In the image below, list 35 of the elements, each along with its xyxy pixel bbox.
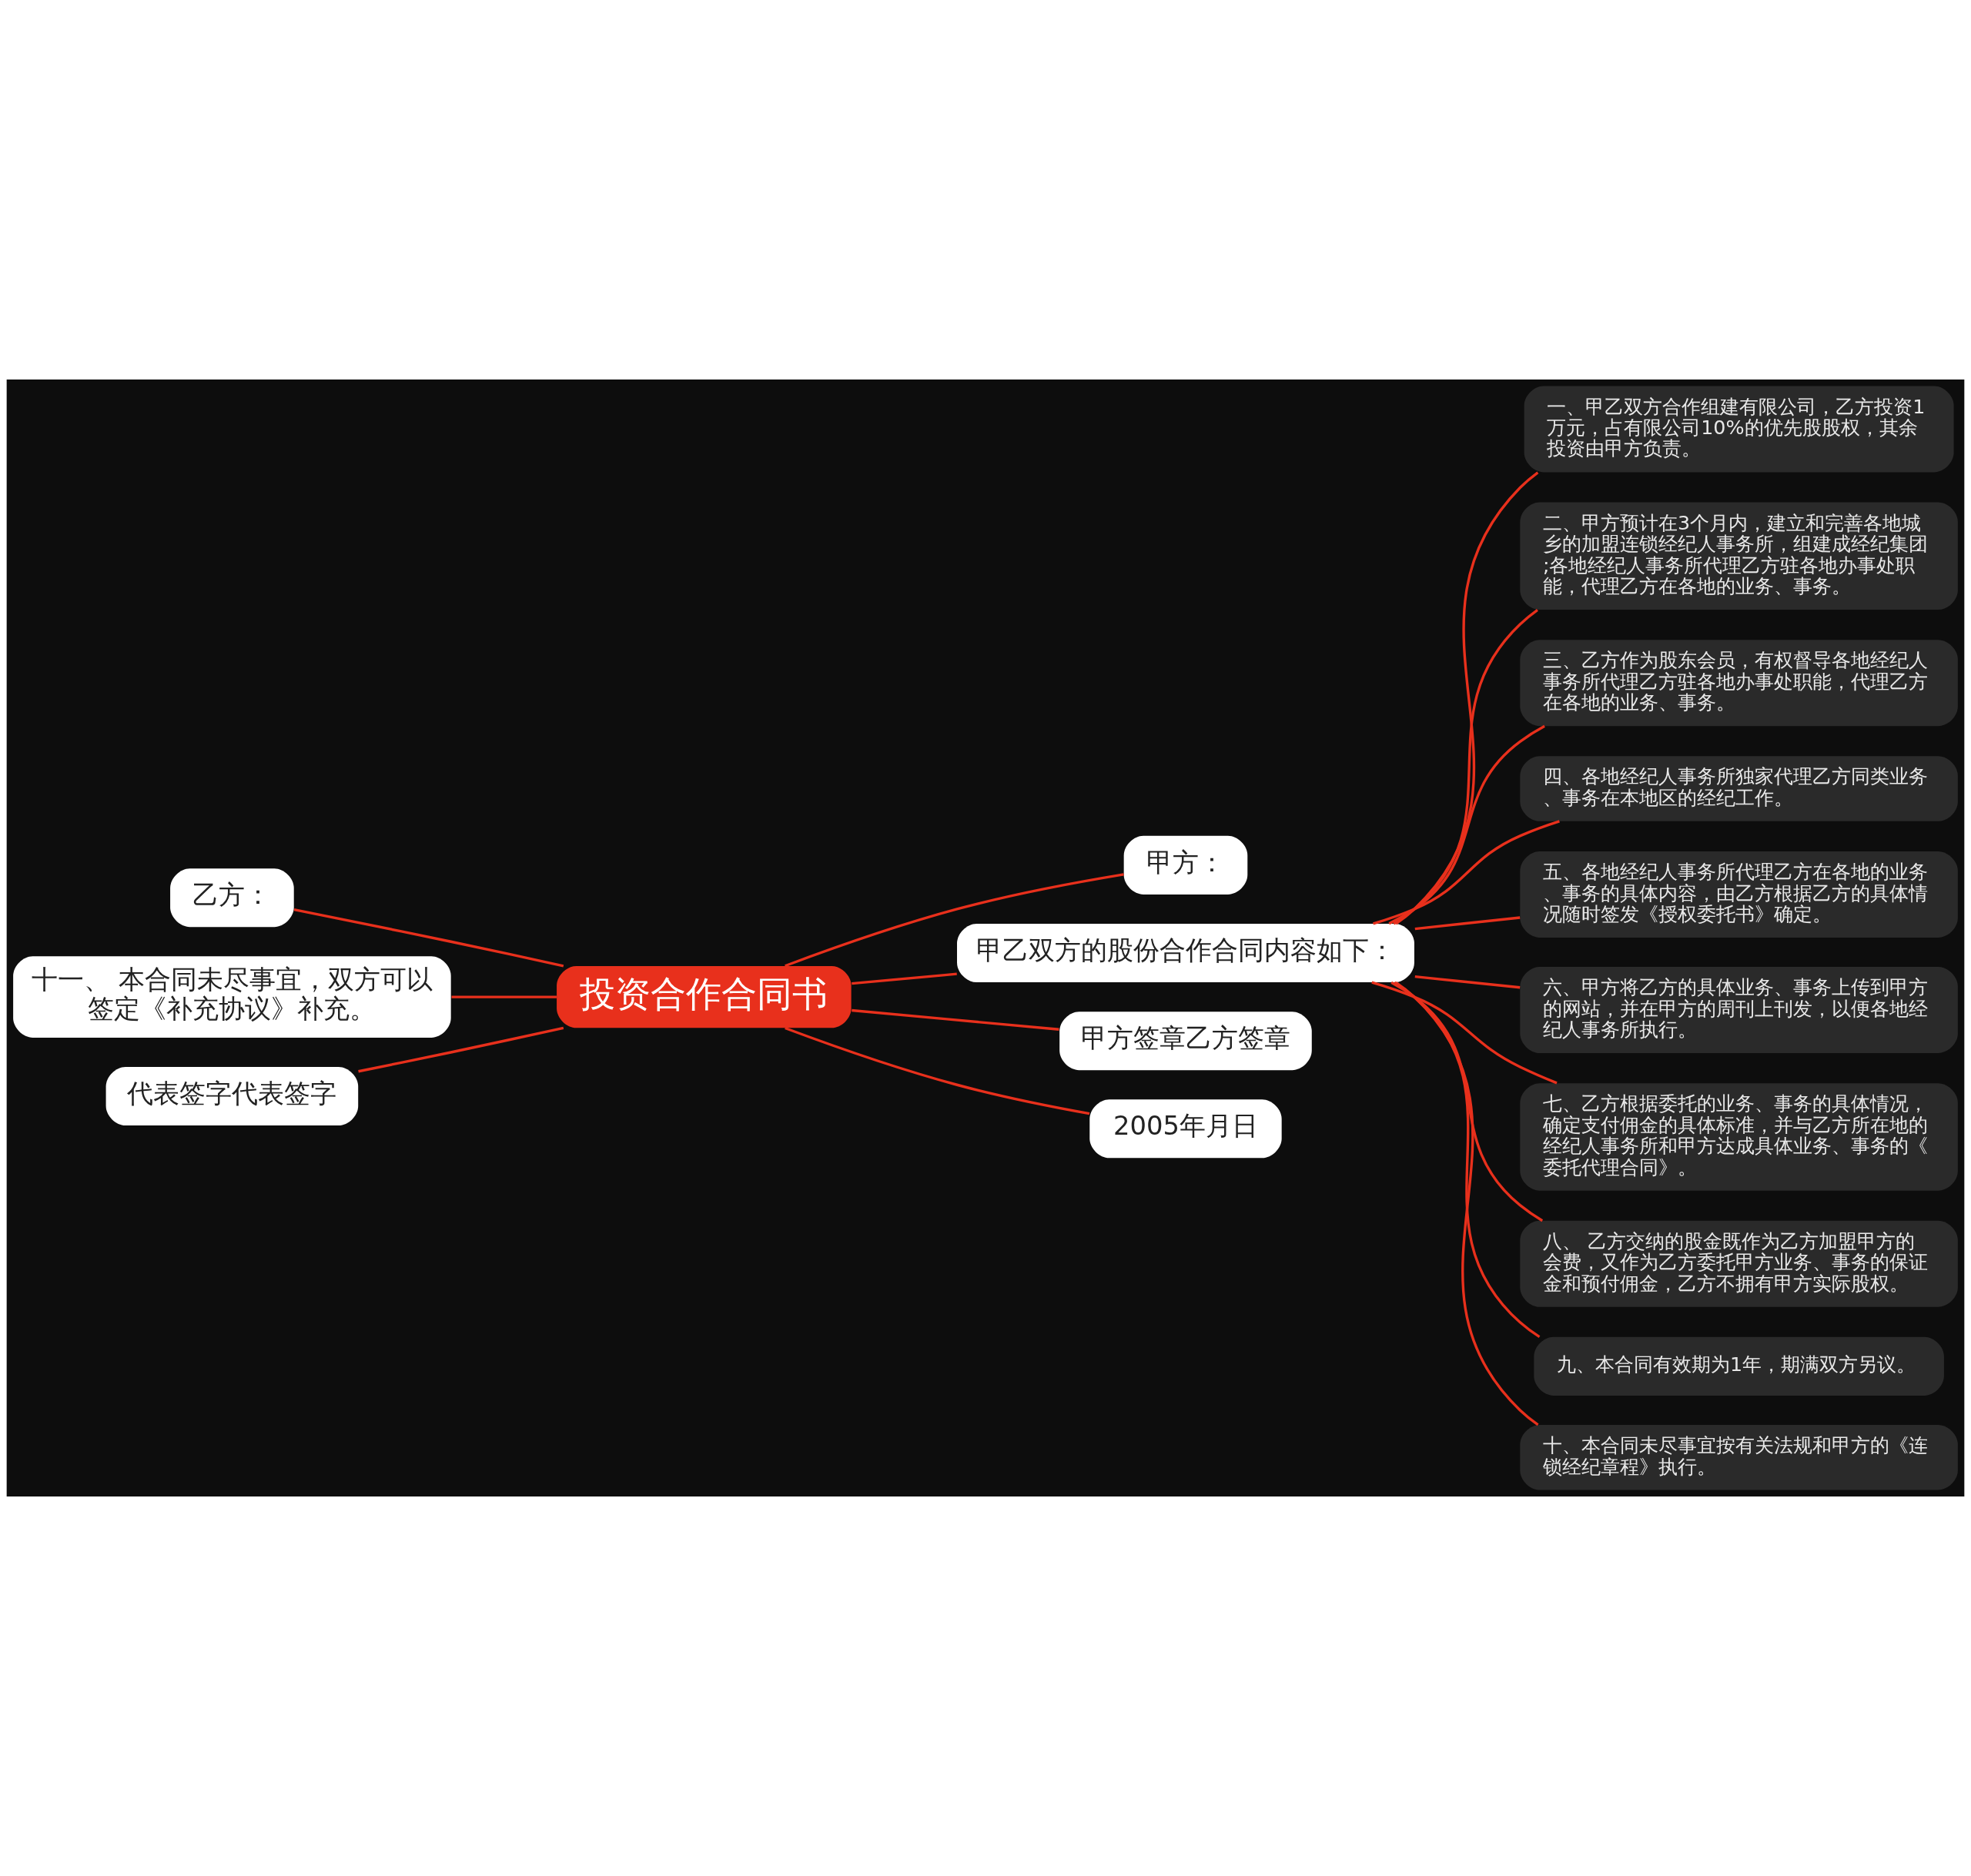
node-box: 甲方： [1123,835,1248,895]
node-box: 2005年月日 [1089,1099,1282,1159]
node-box: 乙方： [170,868,294,928]
connector [451,995,557,998]
node-box: 十、本合同未尽事宜按有关法规和甲方的《连锁经纪章程》执行。 [1520,1425,1958,1490]
node-box: 五、各地经纪人事务所代理乙方在各地的业务、事务的具体内容，由乙方根据乙方的具体情况随时签发《授权委托书》确定。 [1520,851,1958,938]
connector [1394,981,1541,1338]
node-box: 一、甲乙双方合作组建有限公司，乙方投资1万元，占有限公司10%的优先股股权，其余投资由甲方负责。 [1524,386,1954,473]
node-box: 二、甲方预计在3个月内，建立和完善各地城乡的加盟连锁经纪人事务所，组建成经纪集团;各地经纪人事务所代理乙方驻各地办事处职能，代理乙方在各地的业务、事务。 [1520,502,1958,610]
connector [1395,471,1539,925]
connector [358,1026,564,1073]
node-box: 六、甲方将乙方的具体业务、事务上传到甲方的网站，并在甲方的周刊上刊发，以便各地经纪人事务所执行。 [1520,967,1958,1054]
node-box: 七、乙方根据委托的业务、事务的具体情况，确定支付佣金的具体标准，并与乙方所在地的经纪人事务所和甲方达成具体业务、事务的《委托代理合同》。 [1520,1083,1958,1191]
connector [1414,975,1521,989]
connector [1390,981,1544,1222]
connector [1414,916,1521,931]
node-box: 三、乙方作为股东会员，有权督导各地经纪人事务所代理乙方驻各地办事处职能，代理乙方在各地的业务、事务。 [1520,640,1958,727]
connector [785,1026,1090,1115]
node-box: 八、 乙方交纳的股金既作为乙方加盟甲方的会费，又作为乙方委托甲方业务、事务的保证金和预付佣金，乙方不拥有甲方实际股权。 [1520,1220,1958,1307]
node-box: 代表签字代表签字 [105,1067,359,1126]
connector [852,1008,1059,1031]
connector [1393,609,1538,925]
node-box: 投资合作合同书 [557,965,852,1028]
connector [785,873,1124,968]
node-box: 甲方签章乙方签章 [1059,1012,1312,1071]
connector [1388,724,1545,925]
node-box: 九、本合同有效期为1年，期满双方另议。 [1534,1336,1944,1396]
node-box: 四、各地经纪人事务所独家代理乙方同类业务、事务在本地区的经纪工作。 [1520,756,1958,821]
connector [1371,981,1558,1085]
node-box: 甲乙双方的股份合作合同内容如下： [957,924,1414,983]
connector [1395,981,1539,1426]
connector [1373,820,1560,925]
connector [293,908,564,968]
node-box: 十一、 本合同未尽事宜，双方可以签定《补充协议》补充。 [13,956,451,1038]
connector [852,972,957,985]
